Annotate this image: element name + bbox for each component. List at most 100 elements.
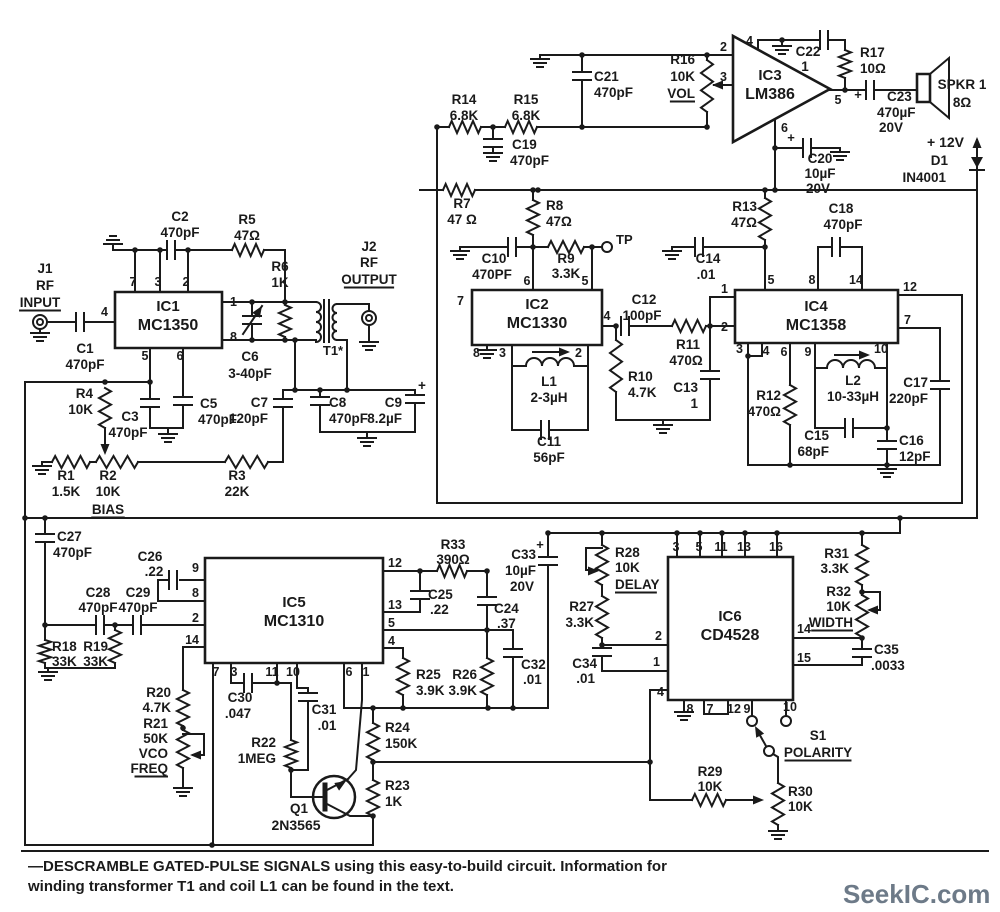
label-components-r14-1: 6.8K	[450, 108, 479, 123]
label-components-r7-0: R7	[453, 196, 470, 211]
label-components-r13-0: R13	[732, 199, 757, 214]
labels: IC1MC1350IC2MC1330IC3LM386IC4MC1358IC5MC…	[19, 34, 990, 909]
label-components-r6-0: R6	[271, 259, 289, 274]
label-components-j1-2: INPUT	[20, 295, 61, 310]
label-components-l2-0: L2	[845, 373, 861, 388]
label-ics-ic2-1: MC1330	[507, 315, 568, 332]
label-components-r28-0: R28	[615, 545, 640, 560]
label-components-c33-2: 20V	[510, 579, 534, 594]
label-ics-ic3-1: LM386	[745, 86, 795, 103]
label-components-r1-0: R1	[57, 468, 75, 483]
label-components-r16-0: R16	[670, 52, 695, 67]
label-components-c31-0: C31	[312, 702, 337, 717]
label-components-r22-1: 1MEG	[238, 751, 276, 766]
label-components-s1-1: POLARITY	[784, 745, 852, 760]
label-components-r21-0: R21	[143, 716, 168, 731]
label-labels-plus: +	[787, 130, 795, 145]
label-pins-ic1-0: 7	[130, 275, 137, 289]
component-symbols	[31, 31, 983, 839]
label-pins-ic5-4: 12	[388, 556, 402, 570]
label-labels-delay: DELAY	[615, 577, 660, 592]
label-components-c20-0: C20	[808, 151, 833, 166]
label-components-j2-2: OUTPUT	[341, 272, 397, 287]
label-components-s1-0: S1	[810, 728, 827, 743]
label-labels-width: WIDTH	[809, 615, 853, 630]
label-components-c23-0: C23	[887, 89, 912, 104]
label-pins-ic5-12: 6	[346, 665, 353, 679]
label-components-c20-1: 10µF	[804, 166, 835, 181]
label-ics-ic5-0: IC5	[282, 594, 305, 611]
label-components-c24-0: C24	[494, 601, 519, 616]
label-components-r19-1: 33K	[83, 654, 108, 669]
label-components-q1-1: 2N3565	[271, 817, 320, 833]
label-pins-ic4-7: 3	[736, 342, 743, 356]
label-components-c18-0: C18	[829, 201, 854, 216]
label-components-c25-1: .22	[430, 602, 449, 617]
label-components-l1-0: L1	[541, 374, 557, 389]
label-caption-line1: —DESCRAMBLE GATED-PULSE SIGNALS using th…	[28, 858, 667, 875]
label-components-r5-1: 47Ω	[234, 228, 260, 243]
label-components-l1-1: 2-3µH	[530, 390, 567, 405]
label-ics-ic1-0: IC1	[156, 298, 179, 315]
label-pins-ic5-1: 8	[192, 586, 199, 600]
label-components-c24-1: .37	[497, 616, 516, 631]
label-components-r10-1: 4.7K	[628, 385, 657, 400]
label-components-c29-0: C29	[126, 585, 151, 600]
label-pins-ic6-2: 11	[714, 540, 727, 554]
label-components-c26-1: .22	[145, 564, 164, 579]
label-components-c22-1: 1	[801, 59, 809, 74]
label-pins-ic6-7: 4	[657, 685, 664, 699]
label-pins-ic6-3: 13	[737, 540, 751, 554]
label-components-j1-0: J1	[37, 261, 53, 276]
label-components-c5-0: C5	[200, 396, 218, 411]
label-components-r19-0: R19	[83, 639, 108, 654]
label-components-c32-0: C32	[521, 657, 546, 672]
label-components-c10-0: C10	[482, 251, 507, 266]
label-pins-ic6-9: 15	[797, 651, 811, 665]
label-components-r20-1: 4.7K	[142, 700, 171, 715]
label-labels-plus: +	[418, 378, 426, 393]
label-components-c34-0: C34	[572, 656, 597, 671]
label-components-c15-1: 68pF	[797, 444, 829, 459]
label-components-c9-1: 8.2µF	[367, 411, 402, 426]
label-pins-ic6-14: 10	[783, 700, 797, 714]
label-components-c1-1: 470pF	[65, 357, 104, 372]
label-components-j2-0: J2	[361, 239, 376, 254]
label-pins-ic1-2: 2	[183, 275, 190, 289]
label-pins-ic5-2: 2	[192, 611, 199, 625]
label-components-c16-1: 12pF	[899, 449, 931, 464]
label-pins-ic4-11: 10	[874, 342, 888, 356]
label-pins-ic5-9: 3	[231, 665, 238, 679]
label-components-r15-0: R15	[514, 92, 539, 107]
label-components-c1-0: C1	[76, 341, 94, 356]
label-pins-ic3-2: 4	[746, 34, 753, 48]
label-components-r3-1: 22K	[225, 484, 250, 499]
label-ics-ic3-0: IC3	[758, 67, 781, 84]
label-components-c14-1: .01	[697, 267, 716, 282]
label-components-r26-1: 3.9K	[448, 683, 477, 698]
label-pins-ic6-1: 5	[696, 540, 703, 554]
label-components-r28-1: 10K	[615, 560, 640, 575]
label-pins-ic5-3: 14	[185, 633, 199, 647]
label-pins-ic1-7: 6	[177, 349, 184, 363]
label-components-c33-1: 10µF	[505, 563, 536, 578]
label-components-r15-1: 6.8K	[512, 108, 541, 123]
label-components-c5-1: 470pF	[198, 412, 237, 427]
label-components-r10-0: R10	[628, 369, 653, 384]
label-components-c21-0: C21	[594, 69, 619, 84]
label-components-c13-0: C13	[673, 380, 698, 395]
label-components-r12-0: R12	[756, 388, 781, 403]
label-components-r33-1: 390Ω	[436, 552, 470, 567]
label-components-r2-0: R2	[99, 468, 116, 483]
label-components-c13-1: 1	[690, 396, 698, 411]
label-components-r4-1: 10K	[68, 402, 93, 417]
label-pins-ic1-1: 3	[155, 275, 162, 289]
label-watermark: SeekIC.com	[843, 879, 990, 909]
label-components-r9-1: 3.3K	[552, 266, 581, 281]
label-pins-ic6-11: 7	[707, 702, 714, 716]
label-pins-ic2-3: 4	[604, 309, 611, 323]
label-components-r18-0: R18	[52, 639, 77, 654]
label-labels-plus: +	[536, 537, 544, 552]
